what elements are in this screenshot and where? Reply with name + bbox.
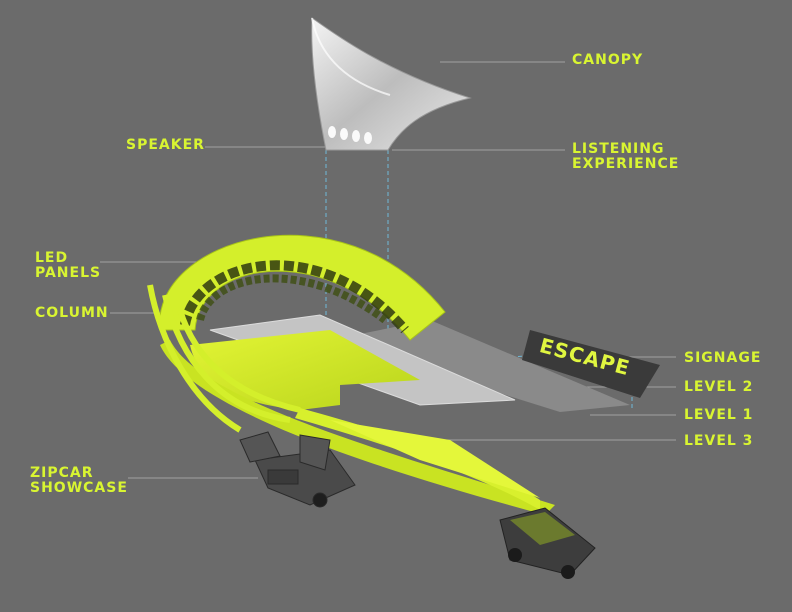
- signage-panel: [522, 330, 660, 398]
- speaker-icon: [328, 126, 372, 144]
- led-panels: [159, 234, 446, 341]
- label-zipcar-showcase-line2: SHOWCASE: [30, 480, 128, 496]
- label-level-3: LEVEL 3: [684, 433, 754, 449]
- label-column: COLUMN: [35, 305, 109, 321]
- label-speaker: SPEAKER: [126, 137, 205, 153]
- label-canopy: CANOPY: [572, 52, 644, 68]
- label-led-panels-line1: LED: [35, 250, 69, 266]
- ribbon-paths: [160, 340, 555, 515]
- label-level-2: LEVEL 2: [684, 379, 754, 395]
- label-listening-experience-line2: EXPERIENCE: [572, 156, 680, 172]
- label-listening-experience-line1: LISTENING: [572, 141, 665, 157]
- label-led-panels-line2: PANELS: [35, 265, 102, 281]
- columns: [147, 284, 301, 433]
- car-icon: [239, 431, 356, 508]
- label-zipcar-showcase-line1: ZIPCAR: [30, 465, 94, 481]
- label-signage: SIGNAGE: [684, 350, 762, 366]
- level-1-slab: [330, 320, 630, 412]
- car-icon: [499, 507, 596, 579]
- label-level-1: LEVEL 1: [684, 407, 754, 423]
- canopy: [311, 17, 472, 151]
